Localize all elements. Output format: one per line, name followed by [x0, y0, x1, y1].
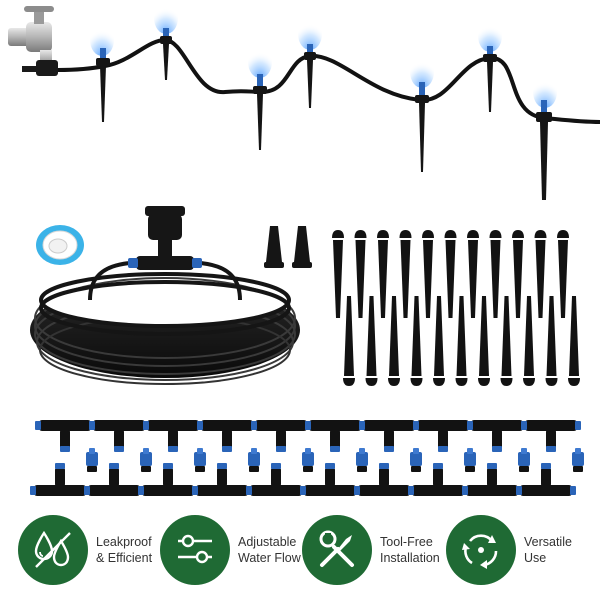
feature-label: Tool-Free Installation [380, 534, 440, 566]
faucet [8, 6, 58, 76]
tee-connector [192, 463, 252, 496]
tee-connector [197, 420, 257, 452]
nozzle [302, 448, 314, 472]
stake [534, 230, 547, 318]
recycle-arrows-icon [446, 515, 516, 585]
tee-connector [516, 463, 576, 496]
tee-connector [521, 420, 581, 452]
tee-connectors-group [30, 420, 581, 496]
stake [568, 296, 580, 386]
feature-tool-free: Tool-Free Installation [302, 510, 440, 590]
tee-connector [143, 420, 203, 452]
stake [455, 296, 468, 386]
tee-connector [138, 463, 198, 496]
stake [343, 296, 355, 386]
stake [422, 230, 434, 318]
stake [500, 296, 513, 386]
tee-connector [35, 420, 95, 452]
feature-title: Tool-Free [380, 535, 433, 549]
stake [365, 296, 378, 386]
nozzle [572, 448, 584, 472]
mist-sprays [90, 2, 557, 108]
feature-label: Adjustable Water Flow [238, 534, 301, 566]
sliders-icon [160, 515, 230, 585]
feature-label: Leakproof & Efficient [96, 534, 152, 566]
stake [399, 230, 412, 318]
stake [332, 230, 344, 318]
nozzle [248, 448, 260, 472]
water-drops-icon [18, 515, 88, 585]
feature-title: Leakproof [96, 535, 152, 549]
stake [545, 296, 558, 386]
nozzle [140, 448, 152, 472]
stakes-group [332, 230, 580, 386]
hose-coil [30, 259, 300, 385]
stake [489, 230, 502, 318]
feature-subtitle: Installation [380, 551, 440, 565]
tee-connector [467, 420, 527, 452]
tee-connector [359, 420, 419, 452]
stake [523, 296, 535, 386]
feature-title: Adjustable [238, 535, 297, 549]
main-tube [57, 37, 600, 124]
nozzle [518, 448, 530, 472]
feature-title: Versatile [524, 535, 572, 549]
nozzles-group [86, 448, 584, 472]
nozzle [194, 448, 206, 472]
nozzle [464, 448, 476, 472]
nozzle [410, 448, 422, 472]
feature-subtitle: & Efficient [96, 551, 153, 565]
feature-subtitle: Use [524, 551, 547, 565]
tee-connector [305, 420, 365, 452]
nozzle [356, 448, 368, 472]
teflon-tape [36, 225, 84, 265]
tee-connector [89, 420, 149, 452]
stake [433, 296, 445, 386]
stake [377, 230, 389, 318]
tee-connector [30, 463, 90, 496]
feature-adjustable: Adjustable Water Flow [160, 510, 301, 590]
stake [388, 296, 400, 386]
tee-connector [413, 420, 473, 452]
feature-subtitle: Water Flow [238, 551, 301, 565]
end-plugs [264, 226, 312, 268]
stake [512, 230, 524, 318]
tee-connector [251, 420, 311, 452]
stake [467, 230, 479, 318]
feature-label: Versatile Use [524, 534, 572, 566]
faucet-adapter [128, 206, 202, 270]
feature-leakproof: Leakproof & Efficient [18, 510, 152, 590]
feature-versatile: Versatile Use [446, 510, 572, 590]
installed-stakes [96, 28, 552, 200]
stake [354, 230, 367, 318]
stake [444, 230, 457, 318]
nozzle [86, 448, 98, 472]
stake [478, 296, 490, 386]
stake [410, 296, 423, 386]
tools-icon [302, 515, 372, 585]
stake [557, 230, 569, 318]
